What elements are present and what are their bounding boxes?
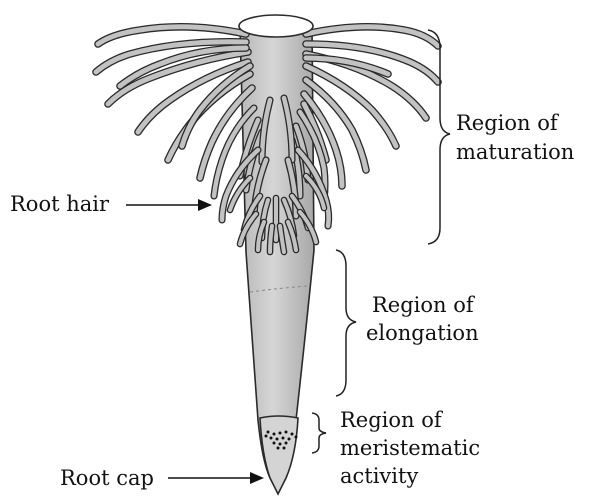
root-top-cut [239,15,313,37]
meristem-cell [291,433,294,436]
meristem-cell [285,431,288,434]
meristem-cell [288,438,291,441]
maturation-label-line2: maturation [456,140,574,165]
meristematic-brace [312,413,326,453]
root-hair-arrow [126,199,212,211]
meristem-cell [279,443,282,446]
meristematic-label-line1: Region of [340,408,442,433]
root-cap [260,416,298,494]
elongation-brace [336,250,356,396]
meristem-cell [295,436,298,439]
maturation-label-line1: Region of [456,111,558,136]
meristem-cell [267,431,270,434]
maturation-brace [428,30,450,244]
root-hair [270,226,272,252]
meristem-cell [277,447,280,450]
meristem-cell [265,435,268,438]
meristem-cell [270,437,273,440]
elongation-label-line1: Region of [372,293,474,318]
root-cap-label: Root cap [60,466,154,491]
meristem-cell [282,437,285,440]
meristem-cell [276,438,279,441]
elongation-label-line2: elongation [366,321,479,346]
meristem-cell [273,433,276,436]
root-cap-arrow [168,472,264,484]
meristem-cell [279,432,282,435]
meristematic-label-line3: activity [340,464,418,489]
meristematic-label-line2: meristematic [340,436,480,461]
meristem-cell [273,442,276,445]
meristem-cell [285,442,288,445]
meristem-cell [283,447,286,450]
root-hair-label: Root hair [10,192,109,217]
